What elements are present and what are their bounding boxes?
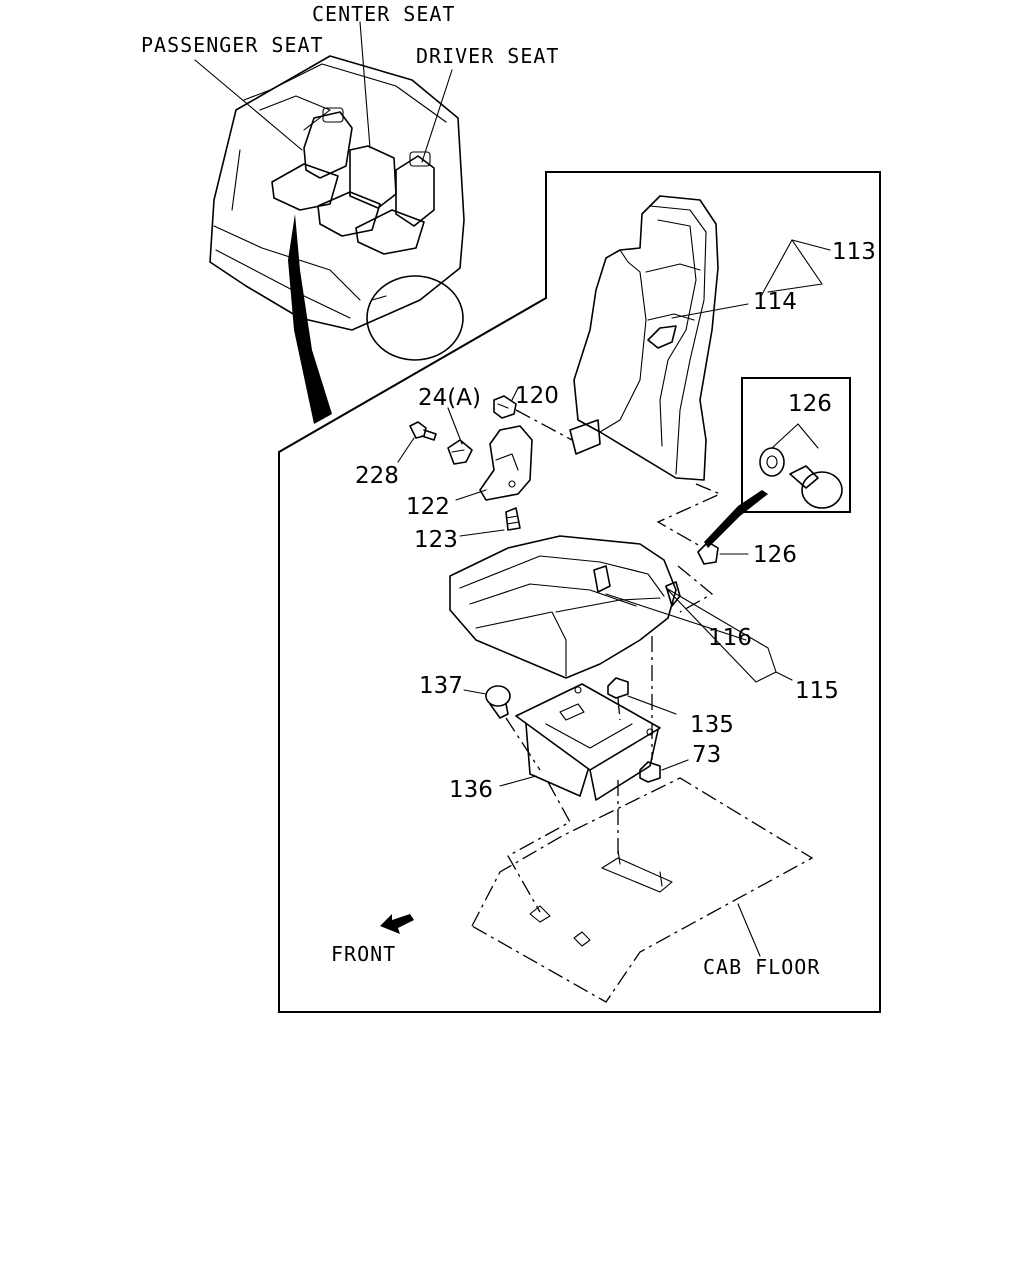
p73-leader bbox=[661, 759, 689, 771]
knob-centerline bbox=[505, 717, 541, 771]
part-115: 115 bbox=[795, 678, 839, 704]
part-126-inset: 126 bbox=[788, 391, 832, 417]
seat-bracket-136 bbox=[515, 683, 661, 801]
part-136: 136 bbox=[449, 777, 493, 803]
part-24a: 24(A) bbox=[418, 385, 481, 411]
part-123: 123 bbox=[414, 527, 458, 553]
bolt-123 bbox=[505, 507, 521, 531]
seat-cushion bbox=[449, 535, 681, 679]
inset-pointer bbox=[704, 490, 768, 548]
inset-box-126 bbox=[741, 377, 851, 513]
clip-24a bbox=[447, 439, 473, 465]
nut-135 bbox=[607, 677, 629, 699]
seatback-centerline bbox=[656, 483, 722, 547]
center-seat-label: CENTER SEAT bbox=[312, 2, 455, 26]
cab-floor-leader bbox=[737, 903, 761, 957]
p126-box-leader bbox=[771, 423, 819, 449]
passenger-seat-label: PASSENGER SEAT bbox=[141, 33, 324, 57]
nut-135-centerline bbox=[617, 697, 621, 721]
center-seat-leader bbox=[359, 21, 371, 149]
part-73: 73 bbox=[692, 742, 721, 768]
part-120: 120 bbox=[515, 383, 559, 409]
part-122: 122 bbox=[406, 494, 450, 520]
knob-137 bbox=[485, 685, 511, 719]
p120-leader bbox=[511, 387, 519, 401]
p113-bracket bbox=[767, 239, 823, 293]
driver-seat-leader bbox=[421, 69, 453, 163]
front-label: FRONT bbox=[331, 942, 396, 966]
driver-seat-label: DRIVER SEAT bbox=[416, 44, 559, 68]
p137-leader bbox=[463, 689, 487, 695]
grommet-126-detail bbox=[759, 447, 843, 509]
part-116: 116 bbox=[708, 625, 752, 651]
bracket-to-floor-centerline bbox=[507, 781, 571, 913]
passenger-seat-leader bbox=[194, 59, 303, 151]
p114-leader bbox=[671, 303, 749, 319]
p115-leader bbox=[775, 671, 793, 681]
p24a-leader bbox=[447, 407, 463, 445]
p228-leader bbox=[397, 437, 415, 463]
grommet-126 bbox=[697, 541, 719, 565]
cab-floor bbox=[471, 777, 814, 1003]
p136-leader bbox=[499, 775, 537, 787]
part-228: 228 bbox=[355, 463, 399, 489]
nut-73 bbox=[639, 761, 661, 783]
p123-leader bbox=[459, 529, 505, 537]
part-113: 113 bbox=[832, 239, 876, 265]
screw-228 bbox=[409, 421, 437, 441]
cushion-centerline bbox=[677, 565, 714, 613]
p122-leader bbox=[455, 489, 487, 501]
part-137: 137 bbox=[419, 673, 463, 699]
cab-floor-label: CAB FLOOR bbox=[703, 955, 820, 979]
p120-centerline bbox=[515, 409, 573, 441]
p116-leader bbox=[605, 593, 747, 641]
front-arrow-icon bbox=[380, 914, 414, 934]
part-135: 135 bbox=[690, 712, 734, 738]
part-126: 126 bbox=[753, 542, 797, 568]
detail-frame bbox=[278, 171, 881, 1013]
hinge-cover-122 bbox=[479, 425, 533, 501]
part-114: 114 bbox=[753, 289, 797, 315]
bolt-120 bbox=[493, 395, 517, 419]
cab-overview-illustration bbox=[209, 55, 465, 424]
seat-back bbox=[569, 195, 719, 481]
